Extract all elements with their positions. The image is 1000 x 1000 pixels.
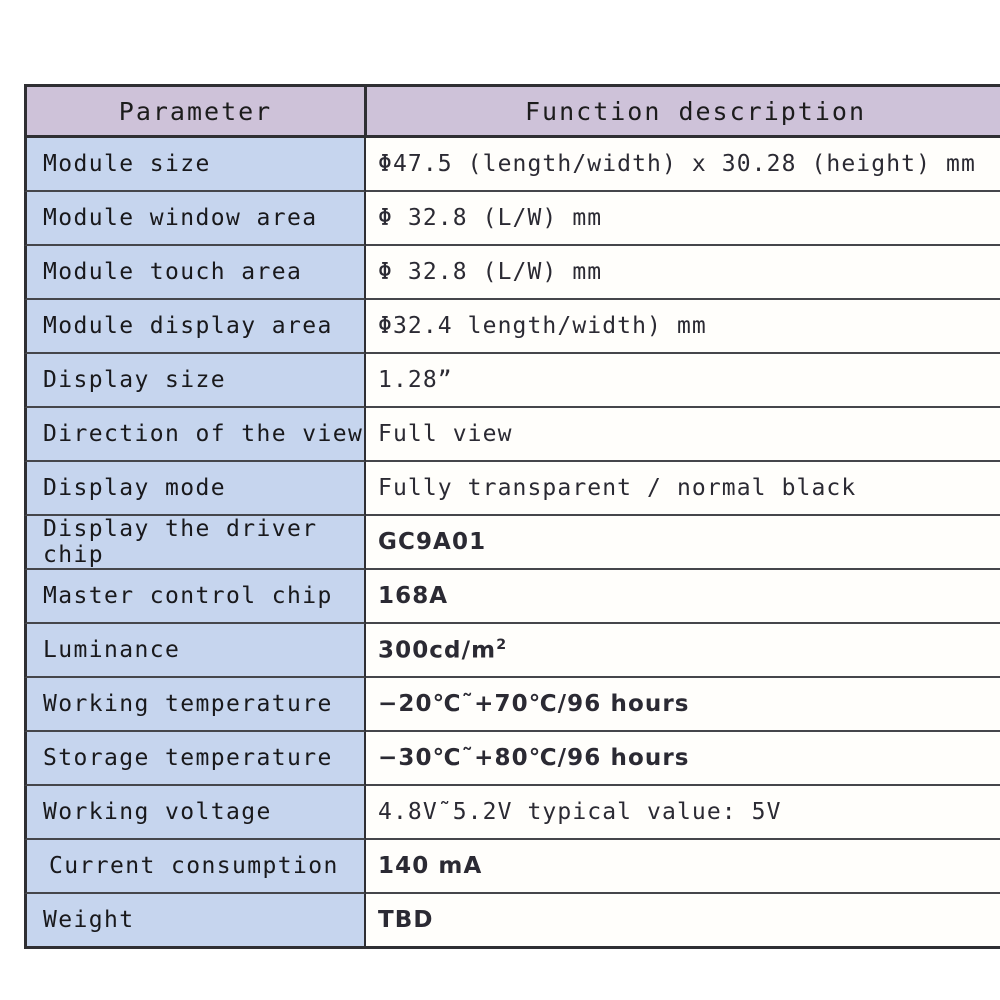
row-value-master-control-chip: 168A	[366, 570, 1000, 624]
row-label-direction-of-the-view: Direction of the view	[24, 408, 366, 462]
table-row: Display the driver chip GC9A01	[24, 516, 1000, 570]
row-value-direction-of-the-view: Full view	[366, 408, 1000, 462]
table-row: Module size Φ47.5 (length/width) x 30.28…	[24, 138, 1000, 192]
row-label-working-voltage: Working voltage	[24, 786, 366, 840]
row-value-luminance: 300cd/m2	[366, 624, 1000, 678]
row-label-luminance: Luminance	[24, 624, 366, 678]
table-row: Working voltage 4.8V˜5.2V typical value:…	[24, 786, 1000, 840]
table-row: Working temperature −20℃˜+70℃/96 hours	[24, 678, 1000, 732]
row-label-current-consumption: Current consumption	[24, 840, 366, 894]
row-value-module-display-area: Φ32.4 length/width) mm	[366, 300, 1000, 354]
column-header-parameter: Parameter	[24, 84, 366, 138]
row-value-storage-temperature: −30℃˜+80℃/96 hours	[366, 732, 1000, 786]
table-body: Module size Φ47.5 (length/width) x 30.28…	[24, 138, 1000, 949]
row-label-module-touch-area: Module touch area	[24, 246, 366, 300]
column-header-function-description: Function description	[366, 84, 1000, 138]
table-row: Module touch area Φ 32.8 (L/W) mm	[24, 246, 1000, 300]
row-label-display-mode: Display mode	[24, 462, 366, 516]
row-label-display-size: Display size	[24, 354, 366, 408]
row-value-module-size: Φ47.5 (length/width) x 30.28 (height) mm	[366, 138, 1000, 192]
table-row: Weight TBD	[24, 894, 1000, 949]
row-label-storage-temperature: Storage temperature	[24, 732, 366, 786]
row-value-current-consumption: 140 mA	[366, 840, 1000, 894]
table-row: Module window area Φ 32.8 (L/W) mm	[24, 192, 1000, 246]
row-value-working-voltage: 4.8V˜5.2V typical value: 5V	[366, 786, 1000, 840]
luminance-value-text: 300cd/m	[378, 637, 497, 664]
table-row: Storage temperature −30℃˜+80℃/96 hours	[24, 732, 1000, 786]
table-row: Module display area Φ32.4 length/width) …	[24, 300, 1000, 354]
row-label-master-control-chip: Master control chip	[24, 570, 366, 624]
row-value-module-window-area: Φ 32.8 (L/W) mm	[366, 192, 1000, 246]
specification-table: Parameter Function description Module si…	[24, 84, 1000, 949]
row-label-working-temperature: Working temperature	[24, 678, 366, 732]
table-row: Display mode Fully transparent / normal …	[24, 462, 1000, 516]
row-label-module-window-area: Module window area	[24, 192, 366, 246]
row-label-weight: Weight	[24, 894, 366, 949]
table-row: Master control chip 168A	[24, 570, 1000, 624]
table-row: Current consumption 140 mA	[24, 840, 1000, 894]
luminance-superscript: 2	[496, 636, 508, 653]
row-value-module-touch-area: Φ 32.8 (L/W) mm	[366, 246, 1000, 300]
row-value-display-mode: Fully transparent / normal black	[366, 462, 1000, 516]
row-value-weight: TBD	[366, 894, 1000, 949]
row-value-display-size: 1.28”	[366, 354, 1000, 408]
table-row: Direction of the view Full view	[24, 408, 1000, 462]
table-header: Parameter Function description	[24, 84, 1000, 138]
row-label-module-size: Module size	[24, 138, 366, 192]
row-value-working-temperature: −20℃˜+70℃/96 hours	[366, 678, 1000, 732]
row-label-display-driver-chip: Display the driver chip	[24, 516, 366, 570]
table-row: Display size 1.28”	[24, 354, 1000, 408]
row-value-display-driver-chip: GC9A01	[366, 516, 1000, 570]
row-label-module-display-area: Module display area	[24, 300, 366, 354]
table-row: Luminance 300cd/m2	[24, 624, 1000, 678]
table-header-row: Parameter Function description	[24, 84, 1000, 138]
